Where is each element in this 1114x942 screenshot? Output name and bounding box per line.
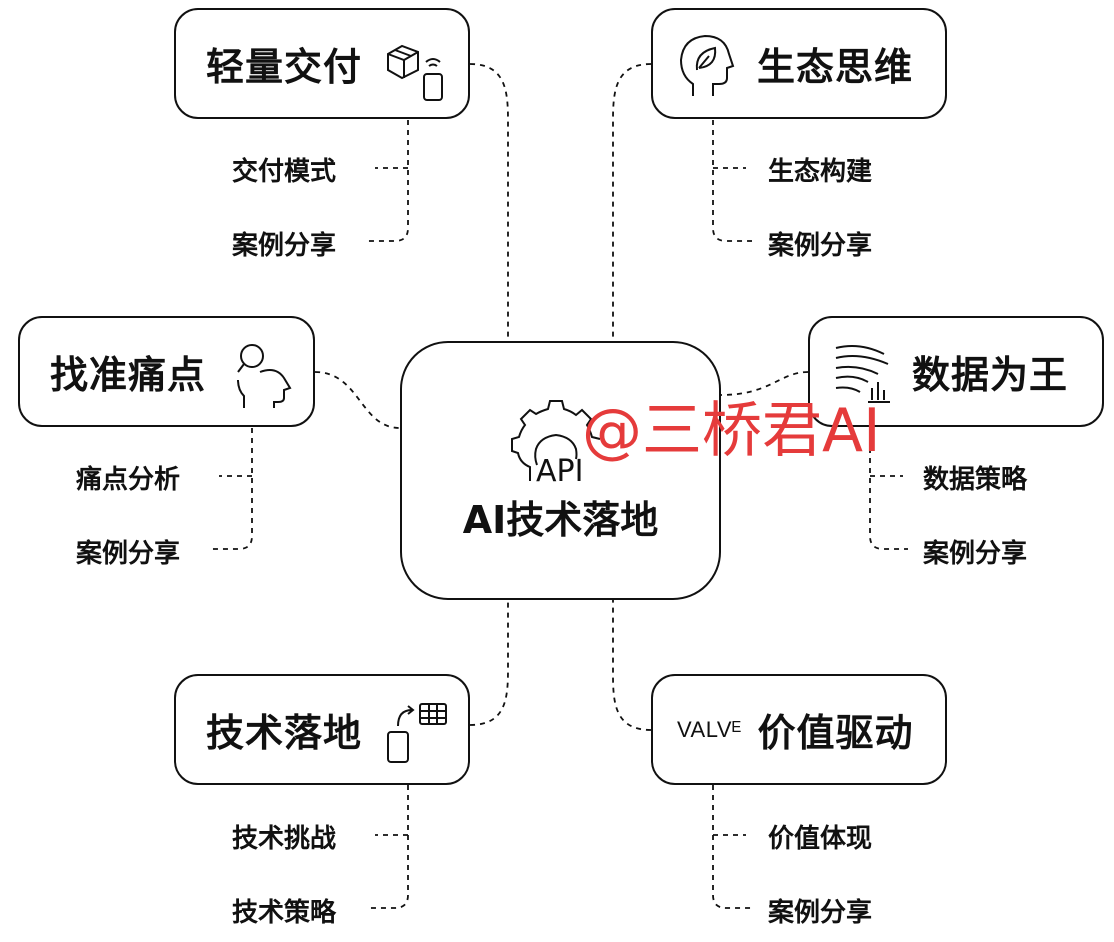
center-title: AI技术落地	[462, 498, 659, 542]
data-flow-icon	[835, 345, 890, 403]
sub-item-case-share[interactable]: 案例分享	[923, 539, 1028, 569]
person-search-icon	[237, 344, 292, 408]
sub-item-case-share[interactable]: 案例分享	[76, 539, 181, 569]
sub-item-case-share[interactable]: 案例分享	[768, 231, 873, 261]
phone-table-icon	[387, 703, 447, 763]
branch-light-delivery[interactable]: 轻量交付	[174, 8, 470, 119]
center-node: API AI技术落地	[400, 341, 721, 600]
sub-item-case-share[interactable]: 案例分享	[232, 231, 337, 261]
branch-title: 轻量交付	[206, 45, 363, 89]
gear-api-icon: API	[511, 400, 601, 489]
sub-item-data-strategy[interactable]: 数据策略	[923, 465, 1028, 495]
head-leaf-icon	[679, 34, 735, 96]
sub-item-case-share[interactable]: 案例分享	[768, 898, 873, 928]
value-text-icon: VALVᴱ	[677, 716, 742, 742]
branch-title: 生态思维	[757, 45, 914, 89]
branch-title: 价值驱动	[757, 711, 914, 755]
sub-item-eco-build[interactable]: 生态构建	[768, 157, 873, 187]
branch-title: 数据为王	[912, 353, 1069, 397]
sub-item-value-show[interactable]: 价值体现	[768, 824, 873, 854]
sub-item-tech-challenge[interactable]: 技术挑战	[232, 824, 337, 854]
branch-title: 找准痛点	[50, 353, 207, 397]
branch-ecosystem[interactable]: 生态思维	[651, 8, 947, 119]
branch-title: 技术落地	[206, 711, 363, 755]
branch-tech-landing[interactable]: 技术落地	[174, 674, 470, 785]
branch-pain-point[interactable]: 找准痛点	[18, 316, 315, 427]
branch-data-king[interactable]: 数据为王	[808, 316, 1104, 427]
sub-item-pain-analysis[interactable]: 痛点分析	[76, 465, 181, 495]
api-text: API	[536, 454, 583, 489]
box-phone-icon	[387, 44, 443, 101]
branch-value-driven[interactable]: VALVᴱ 价值驱动	[651, 674, 947, 785]
sub-item-delivery-mode[interactable]: 交付模式	[232, 157, 337, 187]
watermark-text: @三桥君AI	[582, 396, 881, 466]
sub-item-tech-strategy[interactable]: 技术策略	[232, 898, 337, 928]
